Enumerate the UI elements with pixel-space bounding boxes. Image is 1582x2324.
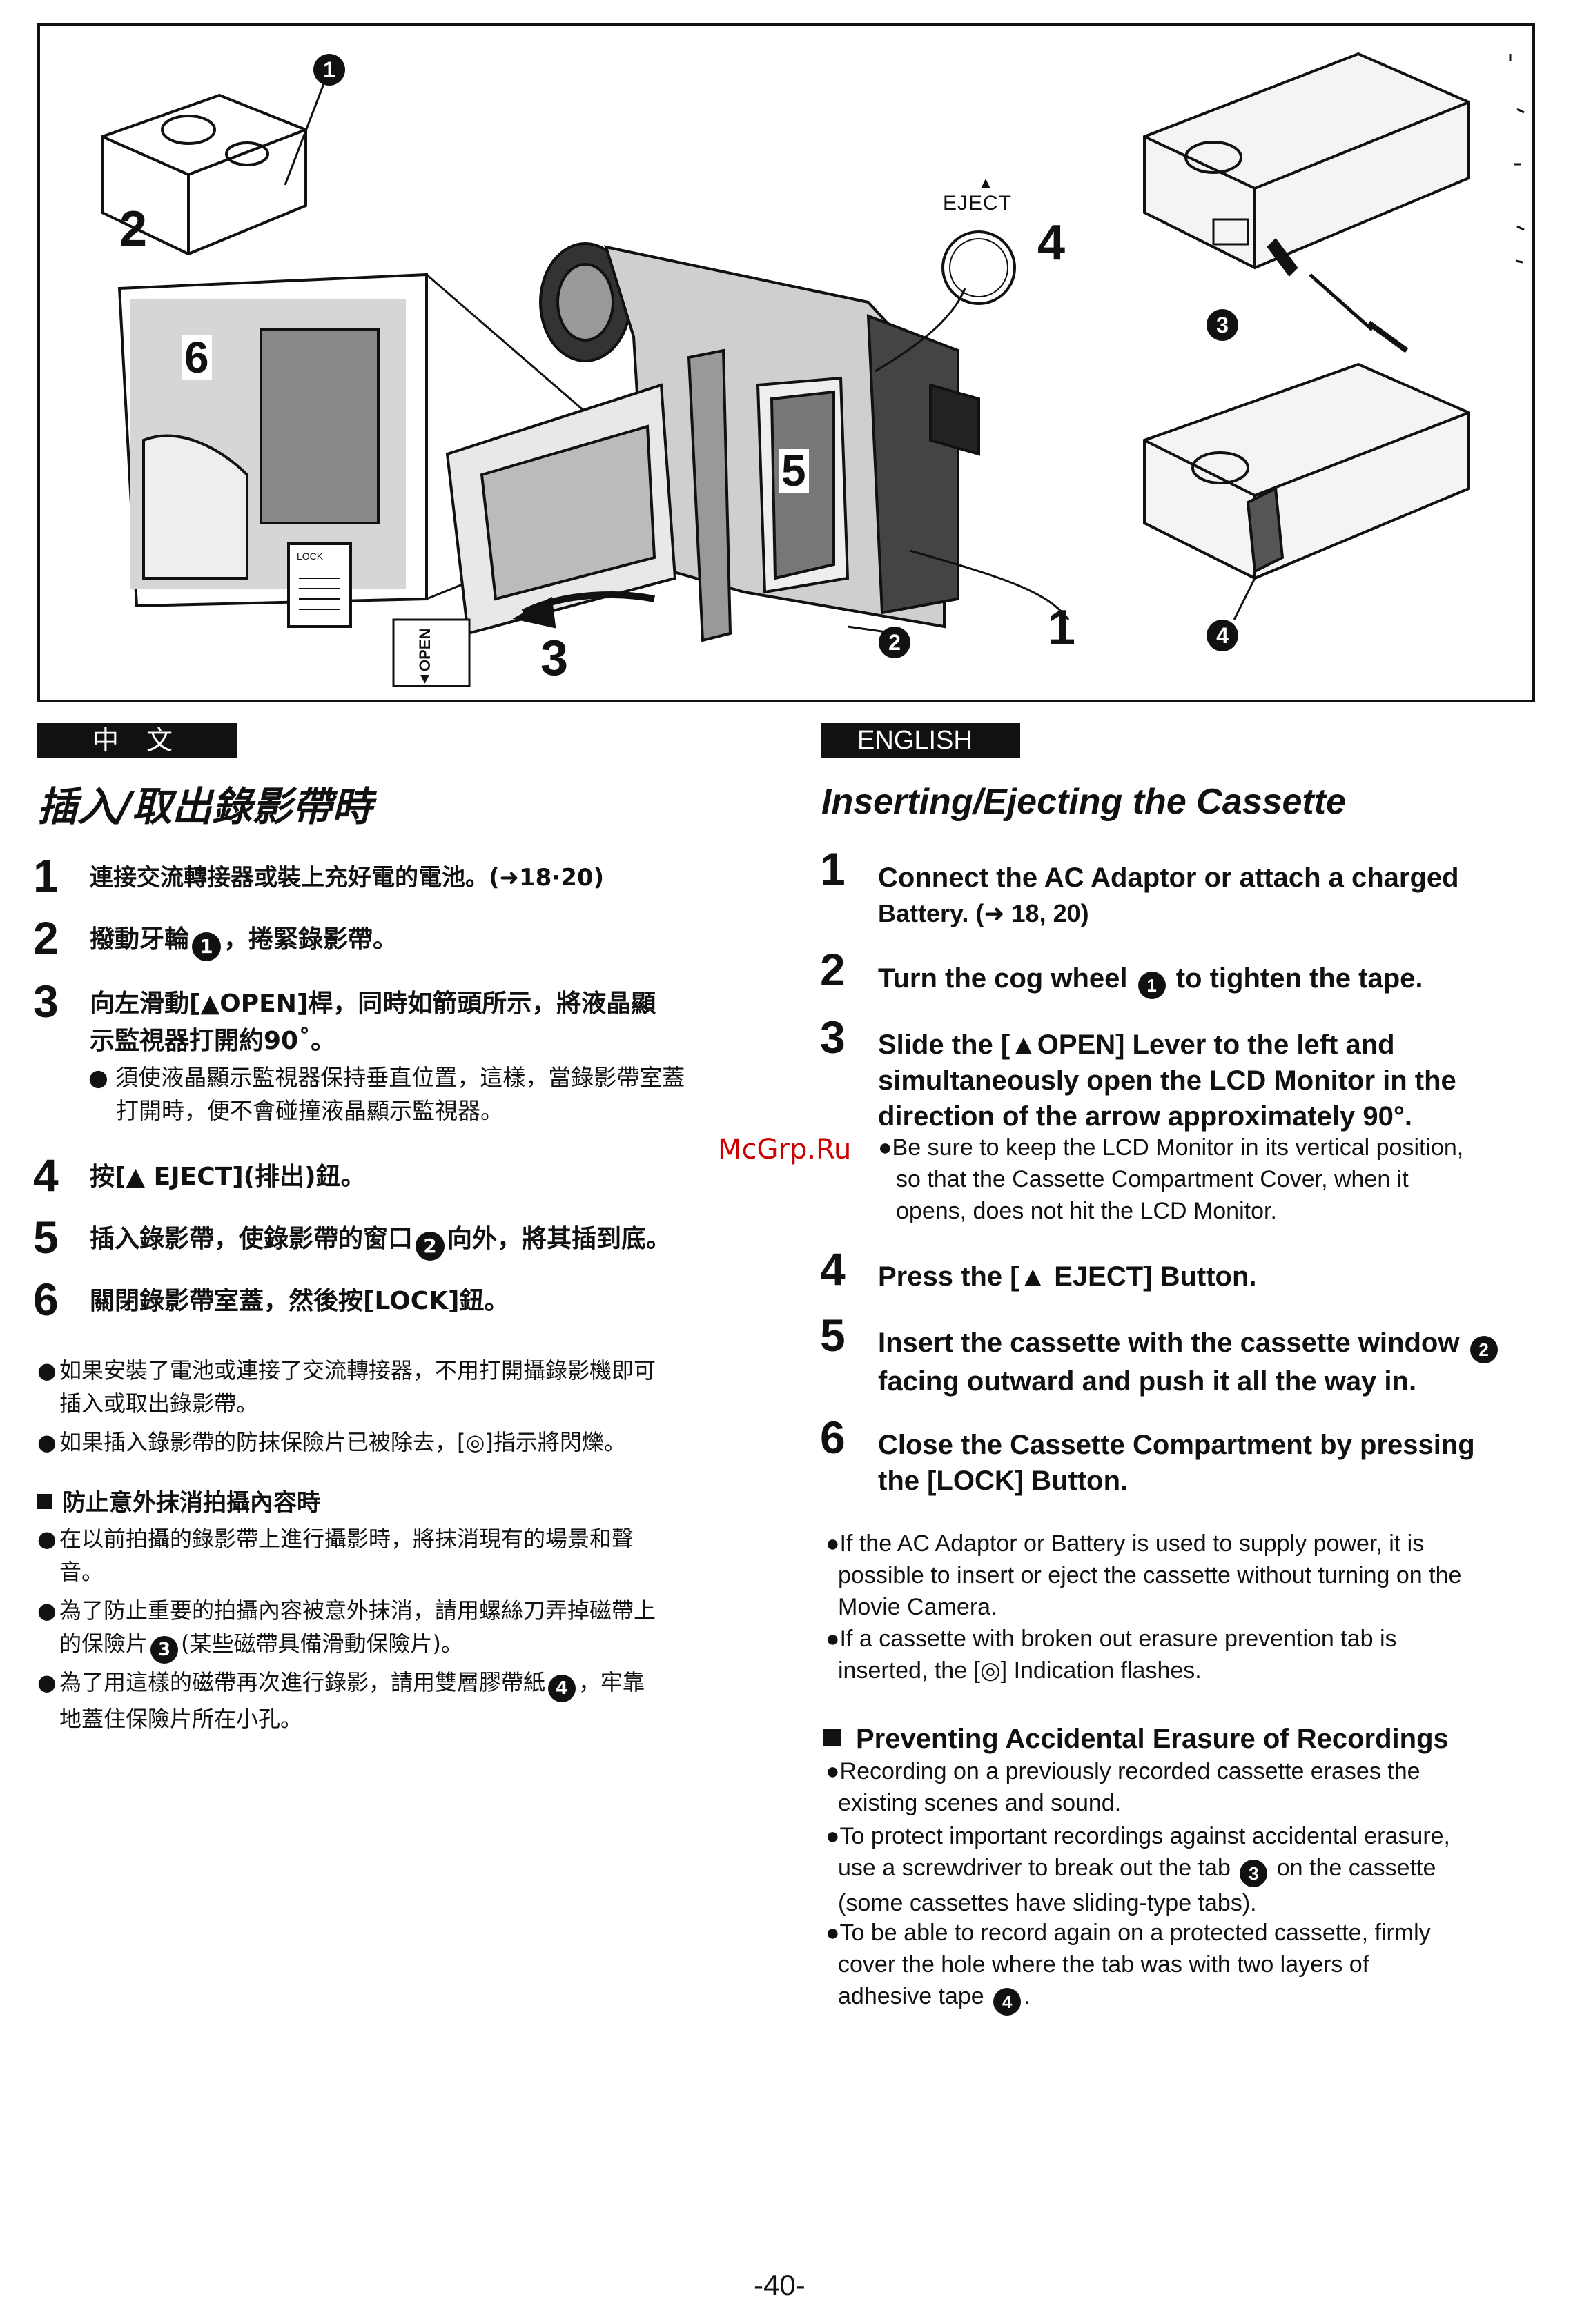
en-step-1-number: 1: [820, 843, 846, 894]
callout-circle-1: 1: [313, 54, 345, 86]
illustration-panel: 2 6 4 5 1 3 1 2 3 4 ▲ EJECT ▲OPEN LOCK: [37, 23, 1535, 702]
cn-subheading: 防止意外抹消拍攝內容時: [37, 1485, 320, 1521]
en-step-1-text: Connect the AC Adaptor or attach a charg…: [878, 863, 1459, 927]
en-step-2-text: Turn the cog wheel 1 to tighten the tape…: [878, 961, 1423, 999]
chinese-title: 插入/取出錄影帶時: [37, 783, 373, 830]
cassette-topleft-shape: [101, 93, 307, 256]
en-subnote-3: ●To be able to record again on a protect…: [826, 1917, 1431, 2016]
page-number: -40-: [754, 2269, 805, 2301]
circled-number-4: 4: [993, 1988, 1022, 2016]
circled-number-3: 3: [150, 1636, 179, 1664]
en-step-5-number: 5: [820, 1310, 846, 1361]
en-step-4-text: Press the [▲ EJECT] Button.: [878, 1261, 1257, 1292]
cn-subnote-1: ●在以前拍攝的錄影帶上進行攝影時，將抹消現有的場景和聲音。: [37, 1526, 634, 1585]
callout-circle-4: 4: [1207, 620, 1238, 651]
cn-step-1-number: 1: [33, 850, 59, 901]
cn-step-2-number: 2: [33, 912, 59, 963]
en-step-3-note: ●Be sure to keep the LCD Monitor in its …: [878, 1134, 1464, 1224]
cn-step-6-text: 關閉錄影帶室蓋，然後按[LOCK]鈕。: [90, 1287, 509, 1315]
callout-circle-3: 3: [1207, 309, 1238, 341]
en-note-1: ●If the AC Adaptor or Battery is used to…: [826, 1530, 1462, 1620]
english-section-label: ENGLISH: [821, 723, 1020, 758]
callout-number-1: 1: [1048, 600, 1076, 656]
watermark: McGrp.Ru: [718, 1134, 852, 1165]
en-step-3-number: 3: [820, 1012, 846, 1063]
cn-note-1: ●如果安裝了電池或連接了交流轉接器，不用打開攝錄影機即可插入或取出錄影帶。: [37, 1357, 656, 1417]
callout-number-2: 2: [119, 201, 148, 257]
callout-number-4: 4: [1037, 215, 1066, 270]
cn-step-6-number: 6: [33, 1274, 59, 1325]
en-subnote-1: ●Recording on a previously recorded cass…: [826, 1758, 1420, 1816]
circled-number-1: 1: [192, 932, 222, 961]
callout-number-6: 6: [182, 335, 212, 380]
en-step-6-number: 6: [820, 1412, 846, 1463]
cn-step-1-text: 連接交流轉接器或裝上充好電的電池。(➜18·20): [90, 864, 605, 892]
cn-step-4-number: 4: [33, 1150, 59, 1201]
lock-label: LOCK: [297, 551, 324, 562]
open-lever-label: ▲OPEN: [416, 628, 433, 689]
cn-step-5-number: 5: [33, 1212, 59, 1263]
en-step-6-text: Close the Cassette Compartment by pressi…: [878, 1430, 1475, 1496]
square-bullet-icon: [823, 1729, 841, 1746]
en-step-4-number: 4: [820, 1243, 846, 1294]
cn-step-3-number: 3: [33, 976, 59, 1027]
callout-number-3: 3: [540, 631, 569, 686]
english-title: Inserting/Ejecting the Cassette: [821, 782, 1346, 822]
square-bullet-icon: [37, 1494, 52, 1509]
callout-number-5: 5: [779, 449, 809, 493]
circled-number-3: 3: [1240, 1860, 1268, 1887]
callout-circle-2: 2: [879, 627, 910, 658]
circled-number-1: 1: [1137, 972, 1166, 999]
eject-label: EJECT: [943, 192, 1013, 215]
camcorder-illustration: [101, 52, 1525, 687]
eject-triangle-icon: ▲: [978, 174, 993, 191]
circled-number-2: 2: [1469, 1336, 1498, 1363]
en-step-5-text: Insert the cassette with the cassette wi…: [878, 1325, 1501, 1399]
cn-step-4-text: 按[▲ EJECT](排出)鈕。: [90, 1163, 366, 1191]
en-subnote-2: ●To protect important recordings against…: [826, 1823, 1451, 1916]
cn-step-3-note: ● 須使液晶顯示監視器保持垂直位置，這樣，當錄影帶室蓋打開時，便不會碰撞液晶顯示…: [88, 1064, 685, 1124]
en-note-2: ●If a cassette with broken out erasure p…: [826, 1626, 1397, 1684]
cn-note-2: ●如果插入錄影帶的防抹保險片已被除去，[◎]指示將閃爍。: [37, 1429, 626, 1455]
cn-step-3-text: 向左滑動[▲OPEN]桿，同時如箭頭所示，將液晶顯示監視器打開約90˚。: [90, 989, 656, 1055]
chinese-section-label: 中 文: [37, 723, 237, 758]
circled-number-2: 2: [416, 1232, 445, 1261]
en-subheading: Preventing Accidental Erasure of Recordi…: [823, 1721, 1449, 1757]
en-step-2-number: 2: [820, 944, 846, 995]
circled-number-4: 4: [548, 1675, 576, 1702]
